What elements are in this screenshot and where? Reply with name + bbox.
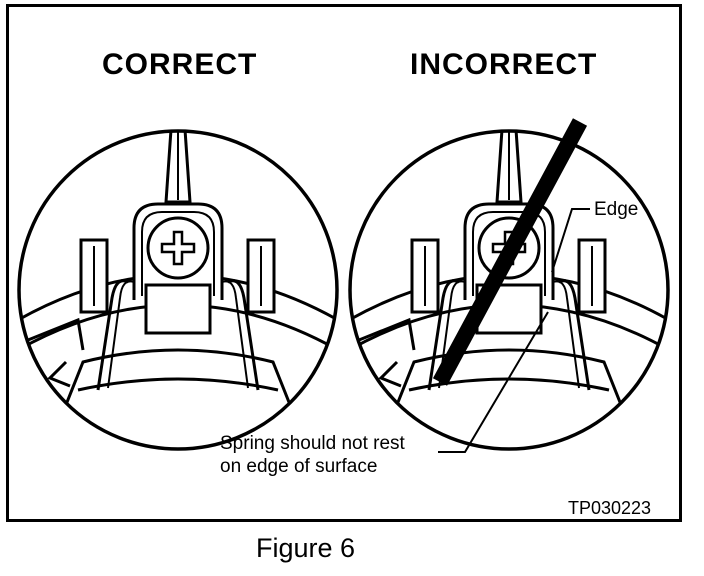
strike-bar xyxy=(432,118,588,386)
spring-note: Spring should not rest on edge of surfac… xyxy=(220,432,405,478)
spring-note-line-1: Spring should not rest xyxy=(220,433,405,454)
spring-note-line-2: on edge of surface xyxy=(220,456,378,477)
figure-frame xyxy=(6,4,682,522)
note-leader-line xyxy=(438,311,549,453)
incorrect-view xyxy=(348,129,670,451)
correct-heading: CORRECT xyxy=(102,48,258,81)
edge-label: Edge xyxy=(594,199,639,220)
incorrect-heading: INCORRECT xyxy=(410,48,598,81)
figure-code: TP030223 xyxy=(568,498,652,518)
correct-view xyxy=(17,129,339,451)
edge-leader-line xyxy=(551,208,590,273)
figure-caption: Figure 6 xyxy=(256,533,356,563)
